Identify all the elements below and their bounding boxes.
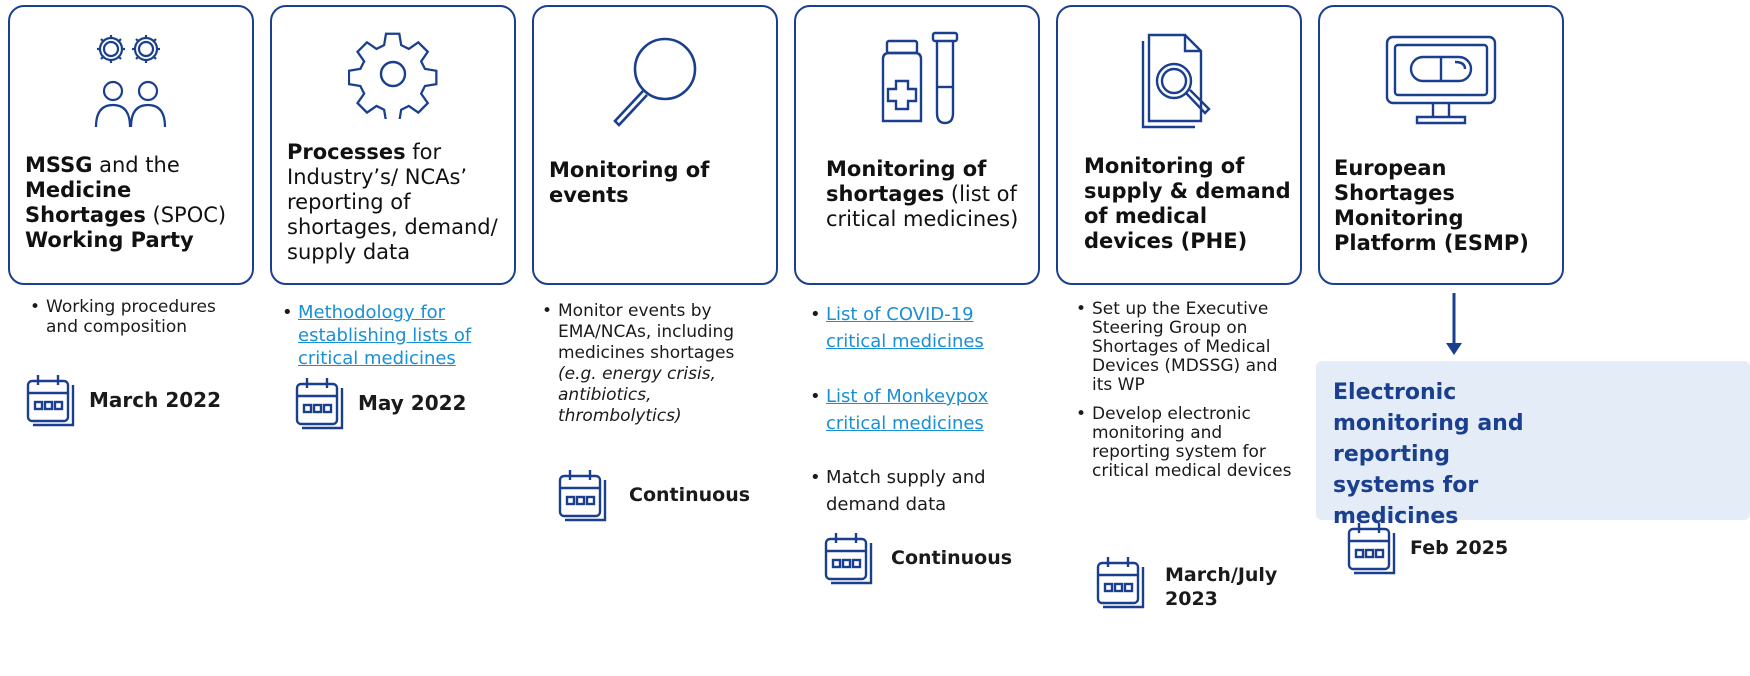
document-search-icon <box>1058 29 1300 129</box>
list-item[interactable]: Methodology for establishing lists of cr… <box>282 301 502 370</box>
bullet-list: Working procedures and composition <box>30 297 230 337</box>
date-label: Continuous <box>891 547 1013 569</box>
down-arrow-icon <box>1446 293 1462 355</box>
date-label: March 2022 <box>89 388 221 412</box>
bullet-list: Methodology for establishing lists of cr… <box>282 301 502 370</box>
bullet-list: Set up the Executive Steering Group on S… <box>1076 300 1296 481</box>
date-badge: May 2022 <box>294 374 466 432</box>
card-processes: Processes for Industry’s/ NCAs’ reportin… <box>270 5 516 285</box>
gear-icon <box>272 29 514 119</box>
list-item-examples: (e.g. energy crisis, antibiotics, thromb… <box>558 364 716 426</box>
list-item[interactable]: List of Monkeypox critical medicines <box>810 383 1025 437</box>
list-item: Develop electronic monitoring and report… <box>1076 405 1296 481</box>
card-title-part: MSSG <box>25 153 93 177</box>
card-title-part: Monitoring of supply & demand of medical… <box>1084 154 1291 253</box>
list-item[interactable]: List of COVID-19 critical medicines <box>810 301 1025 355</box>
date-badge: Continuous <box>557 466 750 524</box>
date-label: May 2022 <box>358 391 467 415</box>
list-item: Match supply and demand data <box>810 464 1025 518</box>
calendar-icon <box>295 378 344 430</box>
bullet-list: Monitor events by EMA/NCAs, including me… <box>542 301 772 427</box>
card-title-part: Working Party <box>25 228 194 252</box>
date-label: Continuous <box>629 484 751 506</box>
card-monitoring-shortages: Monitoring of shortages (list of critica… <box>794 5 1040 285</box>
methodology-link[interactable]: Methodology for establishing lists of cr… <box>298 302 472 369</box>
card-title-part: Monitoring of shortages <box>826 157 987 206</box>
calendar-icon <box>26 375 75 427</box>
card-title-part: (SPOC) <box>145 203 227 227</box>
card-title: Monitoring of events <box>549 158 764 208</box>
calendar-icon <box>824 533 873 585</box>
covid-list-link[interactable]: List of COVID-19 critical medicines <box>826 304 984 352</box>
highlight-text: Electronic monitoring and reporting syst… <box>1333 380 1524 529</box>
date-label: Feb 2025 <box>1410 537 1509 559</box>
card-esmp: European Shortages Monitoring Platform (… <box>1318 5 1564 285</box>
highlight-box: Electronic monitoring and reporting syst… <box>1316 361 1750 529</box>
date-badge: March 2022 <box>25 371 221 429</box>
card-monitoring-events: Monitoring of events <box>532 5 778 285</box>
list-item: Working procedures and composition <box>30 297 230 337</box>
list-item: Monitor events by EMA/NCAs, including me… <box>542 301 772 427</box>
card-title: Monitoring of supply & demand of medical… <box>1084 154 1294 254</box>
list-item-text: Monitor events by EMA/NCAs, including me… <box>558 301 735 363</box>
list-item: Set up the Executive Steering Group on S… <box>1076 300 1296 395</box>
people-gears-icon <box>10 29 252 129</box>
card-title: European Shortages Monitoring Platform (… <box>1334 156 1559 256</box>
date-badge: Continuous <box>823 529 1012 587</box>
card-title-part: (list of critical medicines) <box>826 182 1019 231</box>
calendar-icon <box>1347 523 1396 575</box>
bullet-list: List of COVID-19 critical medicines List… <box>810 301 1025 518</box>
card-title-part: for Industry’s/ NCAs’ reporting of short… <box>287 140 498 264</box>
monkeypox-list-link[interactable]: List of Monkeypox critical medicines <box>826 386 989 434</box>
date-label: March/July 2023 <box>1165 564 1278 610</box>
card-medical-devices: Monitoring of supply & demand of medical… <box>1056 5 1302 285</box>
monitor-pill-icon <box>1320 29 1562 129</box>
magnifier-icon <box>534 29 776 129</box>
date-badge: March/July 2023 <box>1095 553 1295 611</box>
card-title: Processes for Industry’s/ NCAs’ reportin… <box>287 140 502 265</box>
card-title-part: Medicine Shortages <box>25 178 146 227</box>
card-title-part: and the <box>92 153 180 177</box>
date-badge: Feb 2025 <box>1346 519 1508 577</box>
medicine-vial-icon <box>796 29 1038 129</box>
calendar-icon <box>558 470 607 522</box>
card-title-part: Monitoring of events <box>549 158 710 207</box>
card-mssg: MSSG and the Medicine Shortages (SPOC) W… <box>8 5 254 285</box>
card-title: MSSG and the Medicine Shortages (SPOC) W… <box>25 153 240 253</box>
card-title-part: Processes <box>287 140 406 164</box>
calendar-icon <box>1096 557 1145 609</box>
card-title-part: European Shortages Monitoring Platform (… <box>1334 156 1529 255</box>
card-title: Monitoring of shortages (list of critica… <box>826 157 1026 232</box>
